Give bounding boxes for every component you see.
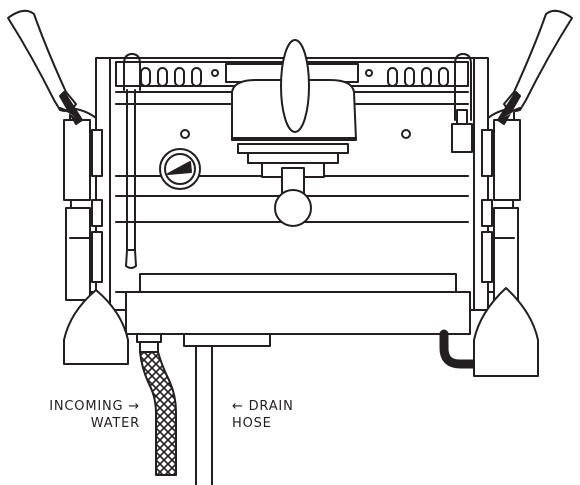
side-panel-right <box>481 107 521 301</box>
pressure-gauge-icon <box>159 148 201 190</box>
drain-hose-label-line2: HOSE <box>232 416 272 431</box>
screw-left <box>180 129 190 139</box>
incoming-water-hose <box>136 333 177 476</box>
hot-water-wand-right <box>451 53 473 153</box>
central-lever-handle <box>280 39 310 133</box>
lever-handle-right <box>497 9 573 125</box>
lever-handle-left <box>7 9 83 125</box>
side-panel-left <box>63 107 103 301</box>
top-vents-left <box>140 67 219 87</box>
drain-hose-label: ← DRAIN HOSE <box>232 398 342 432</box>
screw-right <box>401 129 411 139</box>
incoming-water-label-line1: INCOMING → <box>49 399 140 414</box>
drain-elbow-right <box>439 329 487 369</box>
incoming-water-label: INCOMING → WATER <box>18 398 140 432</box>
steam-wand-left <box>123 53 141 269</box>
incoming-water-label-line2: WATER <box>90 416 140 431</box>
foot-left <box>63 289 129 365</box>
drain-hose-pipe <box>183 333 271 485</box>
drip-tray <box>125 273 471 335</box>
foot-right <box>473 287 539 377</box>
drain-hose-label-line1: ← DRAIN <box>232 399 294 414</box>
top-vents-right <box>365 67 449 87</box>
